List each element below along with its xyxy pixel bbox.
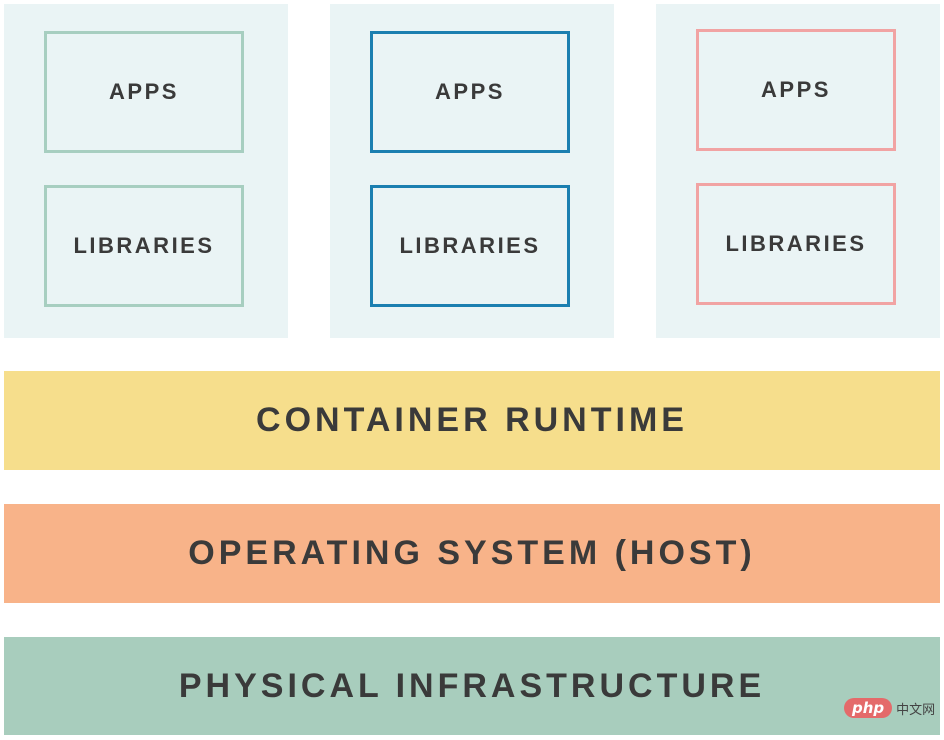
watermark-text: 中文网 [896,702,936,718]
container-1-libraries: LIBRARIES [44,185,244,307]
container-2-libraries: LIBRARIES [370,185,570,307]
container-2-apps: APPS [370,31,570,153]
container-runtime-layer: CONTAINER RUNTIME [4,371,940,470]
container-3-apps: APPS [696,29,896,151]
container-3-libraries: LIBRARIES [696,183,896,305]
watermark-logo: php [844,698,893,718]
container-2: APPS LIBRARIES [330,4,614,338]
container-1-apps: APPS [44,31,244,153]
operating-system-layer: OPERATING SYSTEM (HOST) [4,504,940,603]
container-3: APPS LIBRARIES [656,4,940,338]
watermark: php 中文网 [844,697,935,719]
container-1: APPS LIBRARIES [4,4,288,338]
physical-infrastructure-layer: PHYSICAL INFRASTRUCTURE [4,637,940,735]
